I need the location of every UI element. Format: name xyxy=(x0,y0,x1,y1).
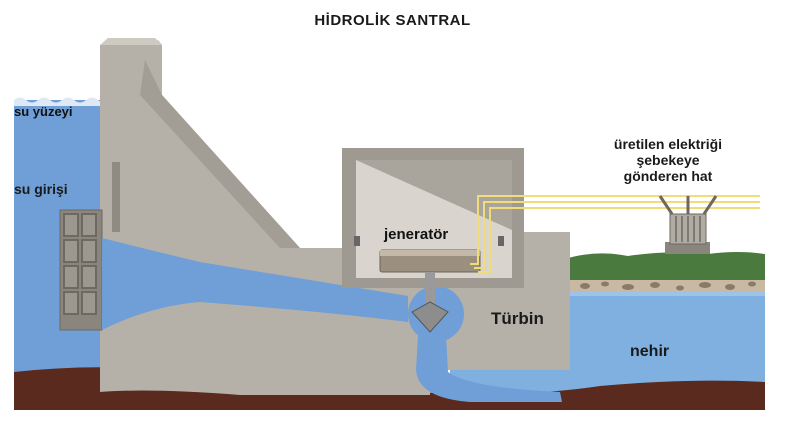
intake-grid xyxy=(63,213,97,315)
transformer-insulators xyxy=(658,195,718,215)
power-lines xyxy=(470,195,760,273)
crane-left xyxy=(354,236,360,246)
grass-bank xyxy=(568,252,765,284)
crane-right xyxy=(498,236,504,246)
label-turbine: Türbin xyxy=(491,309,544,328)
label-water-surface: su yüzeyi xyxy=(14,104,73,119)
transformer-base xyxy=(665,242,710,254)
label-transmission-line-2: şebekeye xyxy=(636,152,700,168)
diagram-title: HİDROLİK SANTRAL xyxy=(314,12,471,29)
powerhouse-interior-shade xyxy=(356,160,512,230)
generator-top xyxy=(380,250,480,256)
turbine-runner xyxy=(411,301,449,333)
penstock xyxy=(102,238,408,330)
turbine-shaft xyxy=(425,272,435,308)
label-river: nehir xyxy=(630,343,670,360)
dam-crest xyxy=(100,38,162,45)
label-transmission-line-3: gönderen hat xyxy=(623,168,713,184)
reservoir-surface-waves xyxy=(14,97,122,106)
label-generator: jeneratör xyxy=(384,226,449,243)
label-transmission-line: üretilen elektriği şebekeye gönderen hat xyxy=(588,136,748,184)
gate-shaft xyxy=(112,162,120,232)
transformer-fins xyxy=(675,216,701,242)
draft-tube xyxy=(416,335,562,402)
label-water-inlet: su girişi xyxy=(14,181,68,197)
pebble-shore xyxy=(568,280,765,292)
label-transmission-line-1: üretilen elektriği xyxy=(613,136,723,152)
pebbles xyxy=(580,281,756,291)
